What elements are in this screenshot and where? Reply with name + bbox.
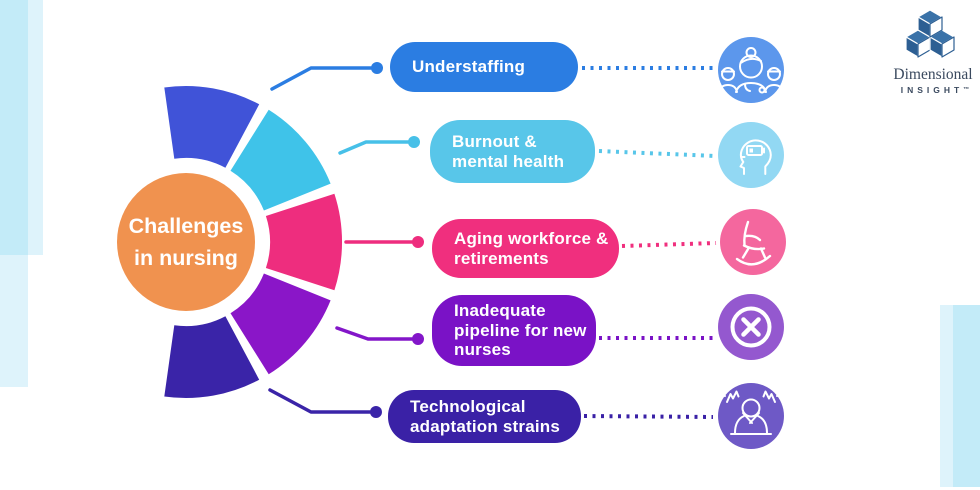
arc-segment-technology (164, 316, 260, 399)
dotted-leader-aging-workforce (621, 241, 717, 248)
center-label: Challenges in nursing (128, 213, 244, 270)
stressed-person-icon (718, 383, 784, 449)
decor-strip-bottom-right-light (940, 305, 953, 487)
dotted-leader-burnout (598, 149, 716, 158)
decor-strip-top-left-light (28, 0, 43, 255)
connector-dot-understaffing (371, 62, 383, 74)
arc-segment-pipeline (230, 273, 331, 375)
pill-pipeline: Inadequate pipeline for new nurses (432, 295, 596, 366)
arc-segment-understaffing (164, 85, 260, 168)
decor-strip-top-left-strong (0, 0, 28, 255)
nurse-team-icon (718, 37, 784, 103)
logo-cubes-icon (905, 9, 955, 58)
decor-strip-bottom-right-strong (953, 305, 980, 487)
pill-burnout: Burnout & mental health (430, 120, 595, 183)
center-hub-circle (117, 173, 255, 311)
dimensional-insight-logo: Dimensional INSIGHT™ (885, 6, 980, 95)
rocking-chair-icon (720, 209, 786, 275)
connector-line-pipeline (335, 326, 414, 341)
burnout-head-battery-icon (718, 122, 784, 188)
logo-subname-text: INSIGHT™ (900, 85, 970, 95)
pill-aging-workforce: Aging workforce & retirements (432, 219, 619, 278)
pill-burnout-label: Burnout & mental health (452, 131, 565, 171)
decor-strip-mid-left-light (0, 255, 28, 387)
logo-name-text: Dimensional (893, 66, 973, 83)
connector-dot-pipeline (412, 333, 424, 345)
pill-technology-label: Technological adaptation strains (410, 396, 561, 436)
pill-pipeline-label: Inadequate pipeline for new nurses (454, 300, 587, 360)
arc-segment-burnout (230, 109, 331, 211)
logo-trademark: ™ (963, 87, 970, 93)
dotted-leader-technology (583, 414, 714, 419)
connector-line-understaffing (270, 66, 373, 91)
connector-dot-technology (370, 406, 382, 418)
connector-dot-aging-workforce (412, 236, 424, 248)
pill-understaffing: Understaffing (390, 42, 578, 92)
pill-understaffing-label: Understaffing (412, 57, 526, 77)
circle-x-icon (718, 294, 784, 360)
arc-segment-aging-workforce (265, 193, 343, 291)
connector-line-technology (268, 388, 372, 414)
connector-dot-burnout (408, 136, 420, 148)
connector-line-burnout (338, 140, 410, 155)
pill-technology: Technological adaptation strains (388, 390, 581, 443)
pill-aging-workforce-label: Aging workforce & retirements (454, 228, 609, 268)
